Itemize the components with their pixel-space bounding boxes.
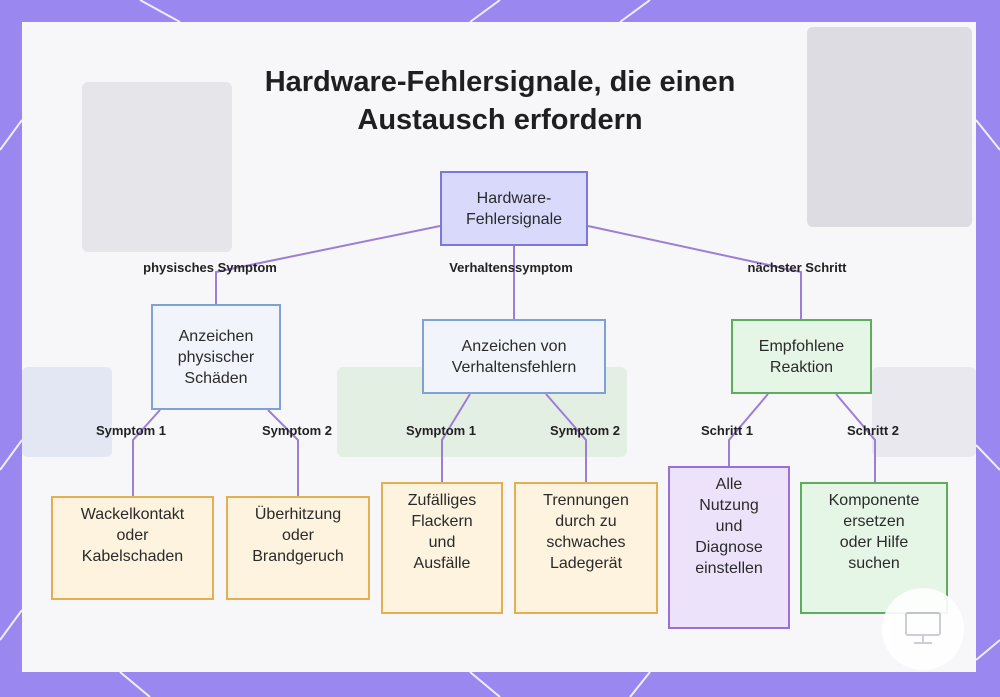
edge-behavior-2 (546, 394, 586, 482)
node-stop-usage: Alle Nutzung und Diagnose einstellen (668, 466, 790, 629)
edge-label-step-2: Schritt 2 (847, 423, 899, 438)
edge-behavior-1 (442, 394, 470, 482)
edge-label-physical: physisches Symptom (143, 260, 277, 275)
node-replace-component-label: Komponente ersetzen oder Hilfe suchen (829, 490, 920, 574)
node-physical-damage: Anzeichen physischer Schäden (151, 304, 281, 410)
node-stop-usage-label: Alle Nutzung und Diagnose einstellen (695, 474, 763, 579)
node-behavior-errors-label: Anzeichen von Verhaltensfehlern (452, 336, 577, 378)
node-recommended-reaction-label: Empfohlene Reaktion (759, 336, 844, 378)
node-random-flicker-label: Zufälliges Flackern und Ausfälle (408, 490, 476, 574)
node-loose-contact-label: Wackelkontakt oder Kabelschaden (81, 504, 184, 567)
edge-label-reaction: nächster Schritt (748, 260, 847, 275)
node-loose-contact: Wackelkontakt oder Kabelschaden (51, 496, 214, 600)
edge-label-symptom-1b: Symptom 1 (406, 423, 476, 438)
node-disconnects-label: Trennungen durch zu schwaches Ladegerät (543, 490, 629, 574)
node-recommended-reaction: Empfohlene Reaktion (731, 319, 872, 394)
node-random-flicker: Zufälliges Flackern und Ausfälle (381, 482, 503, 614)
node-overheating: Überhitzung oder Brandgeruch (226, 496, 370, 600)
node-disconnects: Trennungen durch zu schwaches Ladegerät (514, 482, 658, 614)
node-overheating-label: Überhitzung oder Brandgeruch (252, 504, 344, 567)
edge-label-behavior: Verhaltenssymptom (449, 260, 573, 275)
watermark-badge (882, 588, 964, 670)
node-physical-damage-label: Anzeichen physischer Schäden (178, 326, 254, 389)
edge-label-step-1: Schritt 1 (701, 423, 753, 438)
edge-label-symptom-2b: Symptom 2 (550, 423, 620, 438)
node-root: Hardware- Fehlersignale (440, 171, 588, 246)
edge-label-symptom-2a: Symptom 2 (262, 423, 332, 438)
watermark-computer-icon (900, 609, 946, 649)
node-root-label: Hardware- Fehlersignale (466, 188, 562, 230)
edge-label-symptom-1a: Symptom 1 (96, 423, 166, 438)
edge-reaction-2 (836, 394, 875, 482)
node-behavior-errors: Anzeichen von Verhaltensfehlern (422, 319, 606, 394)
